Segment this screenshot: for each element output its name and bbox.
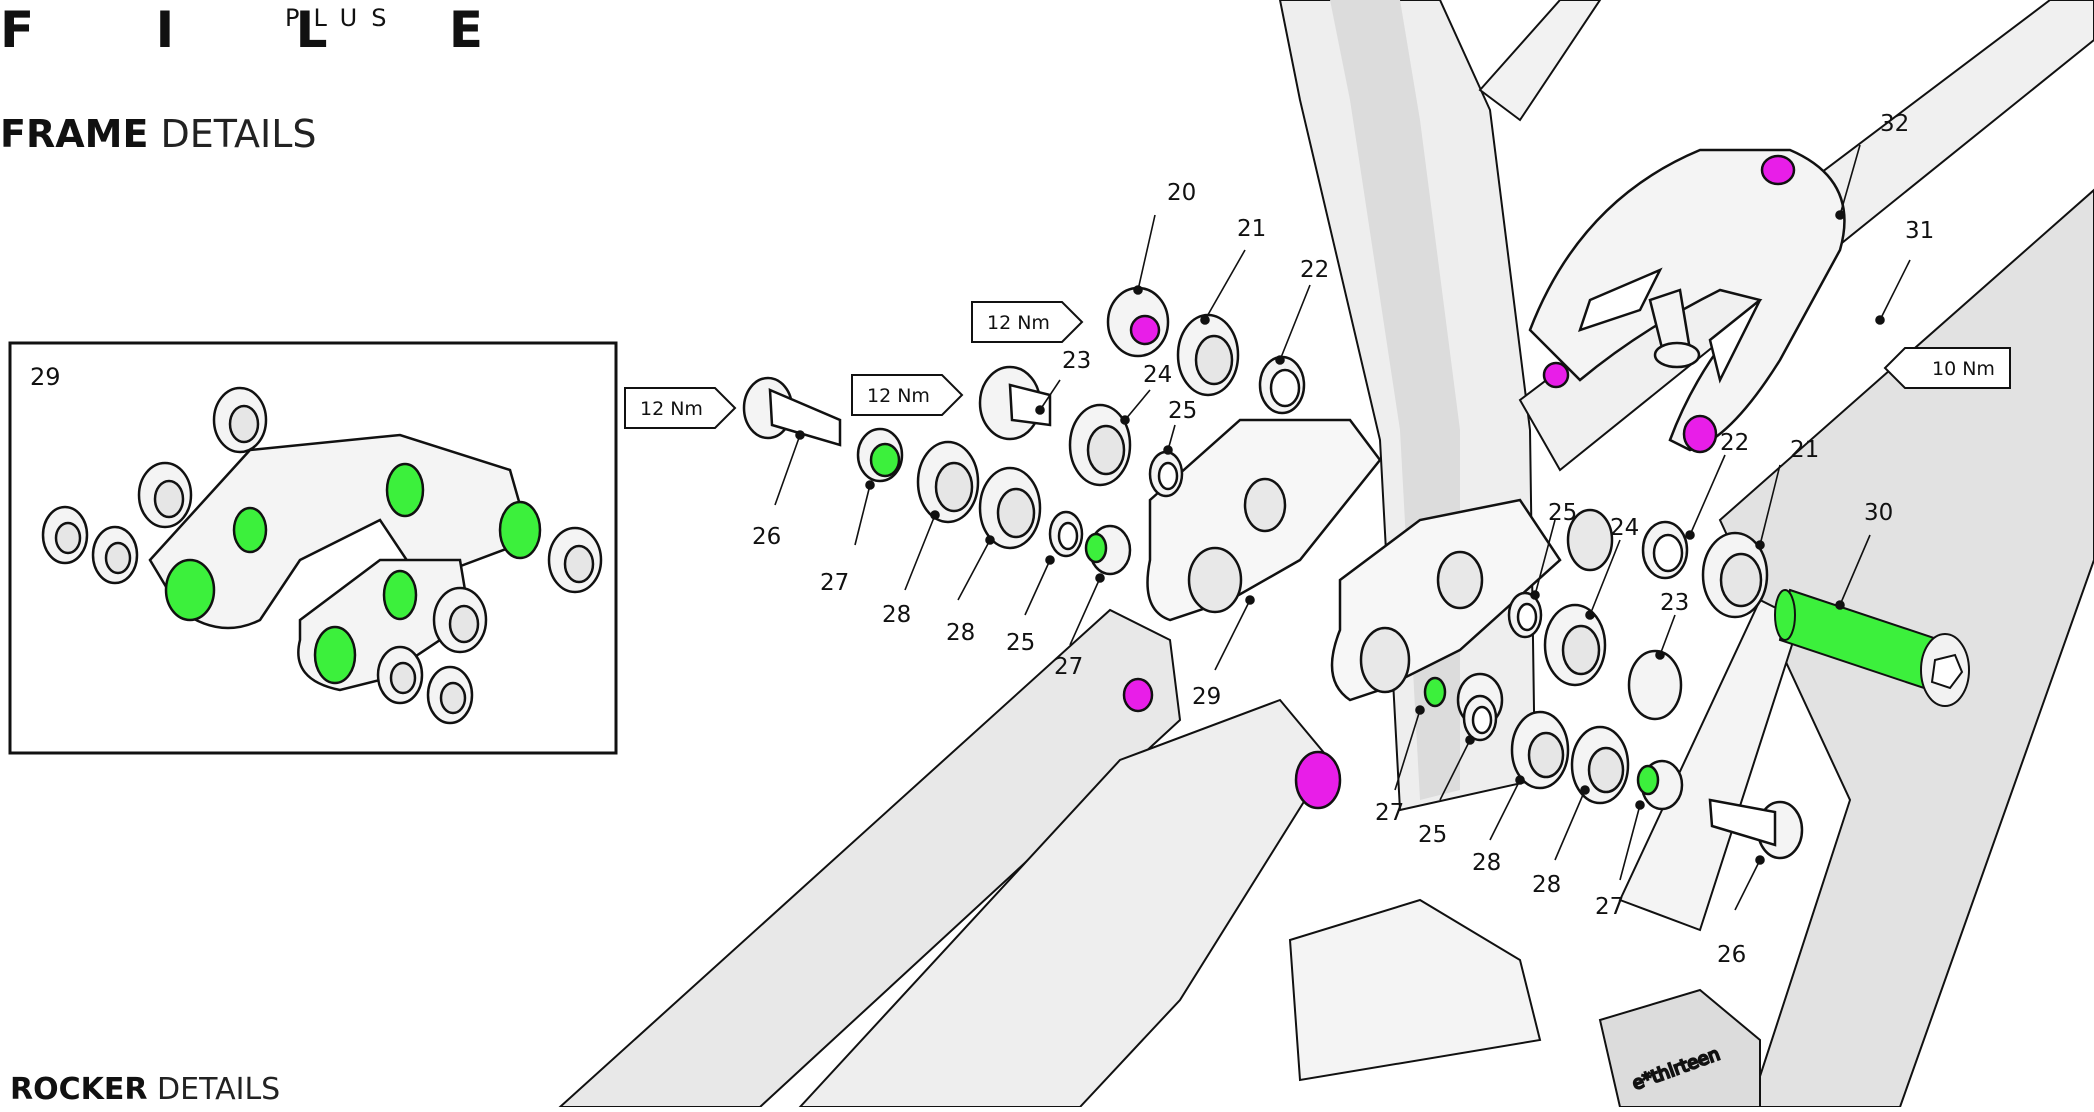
callout-23: 23	[1062, 348, 1091, 374]
callout-25: 25	[1548, 500, 1577, 526]
rocker-title-bold: ROCKER	[10, 1072, 148, 1107]
callout-22: 22	[1300, 257, 1329, 283]
torque-flag-2	[851, 374, 964, 416]
callout-28: 28	[1472, 850, 1501, 876]
chain-guide: e*thirteen	[1598, 988, 1761, 1107]
callout-24: 24	[1143, 362, 1172, 388]
inset-callout-29: 29	[30, 363, 61, 391]
torque-flag-4	[1883, 347, 2011, 389]
brand-name: F I L E	[0, 1, 535, 59]
rocker-details-title: ROCKER DETAILS	[10, 1068, 280, 1112]
frame-details-title: FRAME DETAILS	[0, 112, 317, 156]
callout-30: 30	[1864, 500, 1893, 526]
callout-32: 32	[1880, 111, 1909, 137]
rocker-inset: 29	[8, 341, 618, 755]
hardware-parts	[742, 286, 1804, 860]
brand-subtitle: PLUS	[285, 4, 401, 32]
callout-29: 29	[1192, 684, 1221, 710]
brand-logo: F I L E	[0, 0, 535, 60]
torque-label-1: 12 Nm	[640, 398, 703, 420]
callout-26: 26	[752, 524, 781, 550]
callout-28: 28	[946, 620, 975, 646]
callout-28: 28	[1532, 872, 1561, 898]
frame-body	[558, 0, 2094, 1107]
callout-21: 21	[1790, 437, 1819, 463]
torque-label-4: 10 Nm	[1932, 358, 1995, 380]
rocker-link	[1146, 418, 1614, 702]
main-pivot-axle	[1774, 588, 1970, 707]
callout-27: 27	[1595, 894, 1624, 920]
callout-22: 22	[1720, 430, 1749, 456]
torque-label-2: 12 Nm	[867, 385, 930, 407]
callout-26: 26	[1717, 942, 1746, 968]
callout-25: 25	[1006, 630, 1035, 656]
callout-28: 28	[882, 602, 911, 628]
torque-label-3: 12 Nm	[987, 312, 1050, 334]
shock-yoke	[1528, 148, 1846, 454]
callout-24: 24	[1610, 515, 1639, 541]
callout-25: 25	[1418, 822, 1447, 848]
leader-lines	[774, 144, 1911, 911]
callout-27: 27	[1054, 654, 1083, 680]
rocker-title-light: DETAILS	[157, 1072, 281, 1107]
callout-numbers: 20 21 22 23 24 25 26 27 28 28 25 27 29 3…	[752, 111, 1934, 968]
callout-27: 27	[1375, 800, 1404, 826]
callout-20: 20	[1167, 180, 1196, 206]
callout-25: 25	[1168, 398, 1197, 424]
torque-flag-3	[971, 301, 1084, 343]
torque-flag-1	[624, 387, 737, 429]
callout-27: 27	[820, 570, 849, 596]
frame-title-bold: FRAME	[0, 112, 149, 156]
callout-21: 21	[1237, 216, 1266, 242]
callout-31: 31	[1905, 218, 1934, 244]
torque-flags	[624, 301, 2011, 429]
frame-title-light: DETAILS	[160, 112, 317, 156]
callout-23: 23	[1660, 590, 1689, 616]
